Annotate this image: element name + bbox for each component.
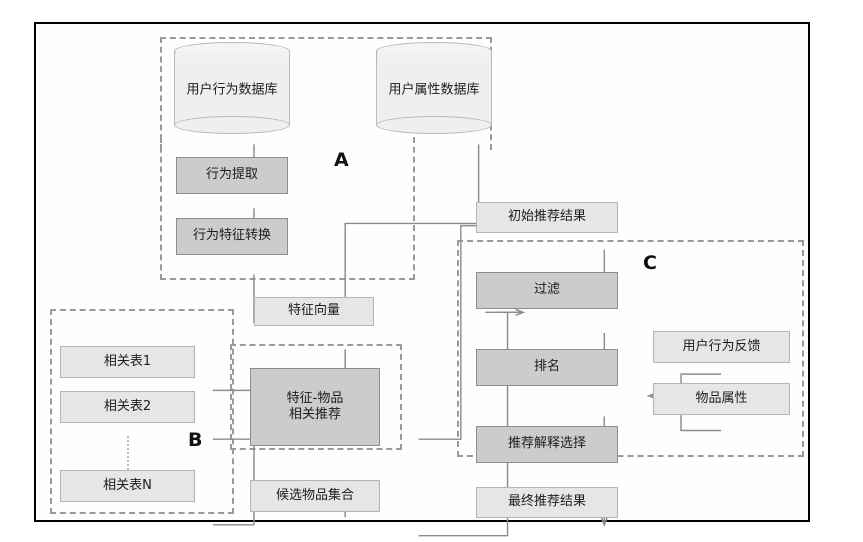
cylinder-bottom: [174, 116, 290, 134]
node-candidate-item-set-label: 候选物品集合: [275, 487, 354, 503]
node-feature-item-recommend[interactable]: 特征-物品 相关推荐: [250, 368, 380, 446]
node-behavior-extract-label: 行为提取: [205, 167, 258, 183]
node-feature-vector[interactable]: 特征向量: [254, 297, 374, 326]
node-ranking-label: 排名: [533, 359, 560, 375]
node-behavior-feature-transform[interactable]: 行为特征转换: [176, 218, 288, 255]
node-related-table-n-label: 相关表N: [103, 477, 152, 493]
node-candidate-item-set[interactable]: 候选物品集合: [250, 480, 380, 512]
node-user-behavior-feedback-label: 用户行为反馈: [682, 338, 761, 354]
group-b-label: B: [188, 429, 203, 451]
related-tables-ellipsis: [127, 436, 131, 470]
node-behavior-feature-transform-label: 行为特征转换: [192, 228, 271, 244]
node-feature-vector-label: 特征向量: [287, 303, 340, 319]
group-c-label: C: [643, 252, 657, 274]
cylinder-body: [376, 51, 492, 125]
node-filter[interactable]: 过滤: [476, 272, 618, 309]
node-ranking[interactable]: 排名: [476, 349, 618, 386]
node-recommend-explain-select-label: 推荐解释选择: [507, 436, 586, 452]
database-user-attribute: 用户属性数据库: [376, 42, 492, 134]
diagram-outer-frame: A B C: [34, 22, 810, 537]
cylinder-cap-cover: [377, 51, 491, 63]
node-item-attribute-label: 物品属性: [695, 390, 748, 406]
node-recommend-explain-select[interactable]: 推荐解释选择: [476, 426, 618, 463]
cylinder-cap-cover: [175, 51, 289, 63]
node-related-table-2-label: 相关表2: [103, 398, 152, 414]
node-behavior-extract[interactable]: 行为提取: [176, 157, 288, 194]
node-final-result-label: 最终推荐结果: [507, 494, 586, 510]
node-item-attribute[interactable]: 物品属性: [653, 383, 790, 415]
database-user-behavior: 用户行为数据库: [174, 42, 290, 134]
group-a-label: A: [334, 149, 349, 171]
node-initial-result-label: 初始推荐结果: [507, 209, 586, 225]
node-user-behavior-feedback[interactable]: 用户行为反馈: [653, 331, 790, 363]
node-related-table-1[interactable]: 相关表1: [60, 346, 195, 378]
node-feature-item-recommend-label: 特征-物品 相关推荐: [286, 390, 344, 422]
cylinder-bottom: [376, 116, 492, 134]
node-initial-result[interactable]: 初始推荐结果: [476, 202, 618, 233]
node-related-table-2[interactable]: 相关表2: [60, 391, 195, 423]
node-filter-label: 过滤: [533, 282, 560, 298]
node-related-table-1-label: 相关表1: [103, 353, 152, 369]
node-final-result[interactable]: 最终推荐结果: [476, 487, 618, 518]
node-related-table-n[interactable]: 相关表N: [60, 470, 195, 502]
cylinder-body: [174, 51, 290, 125]
database-user-attribute-label: 用户属性数据库: [388, 82, 480, 98]
database-user-behavior-label: 用户行为数据库: [186, 82, 278, 98]
